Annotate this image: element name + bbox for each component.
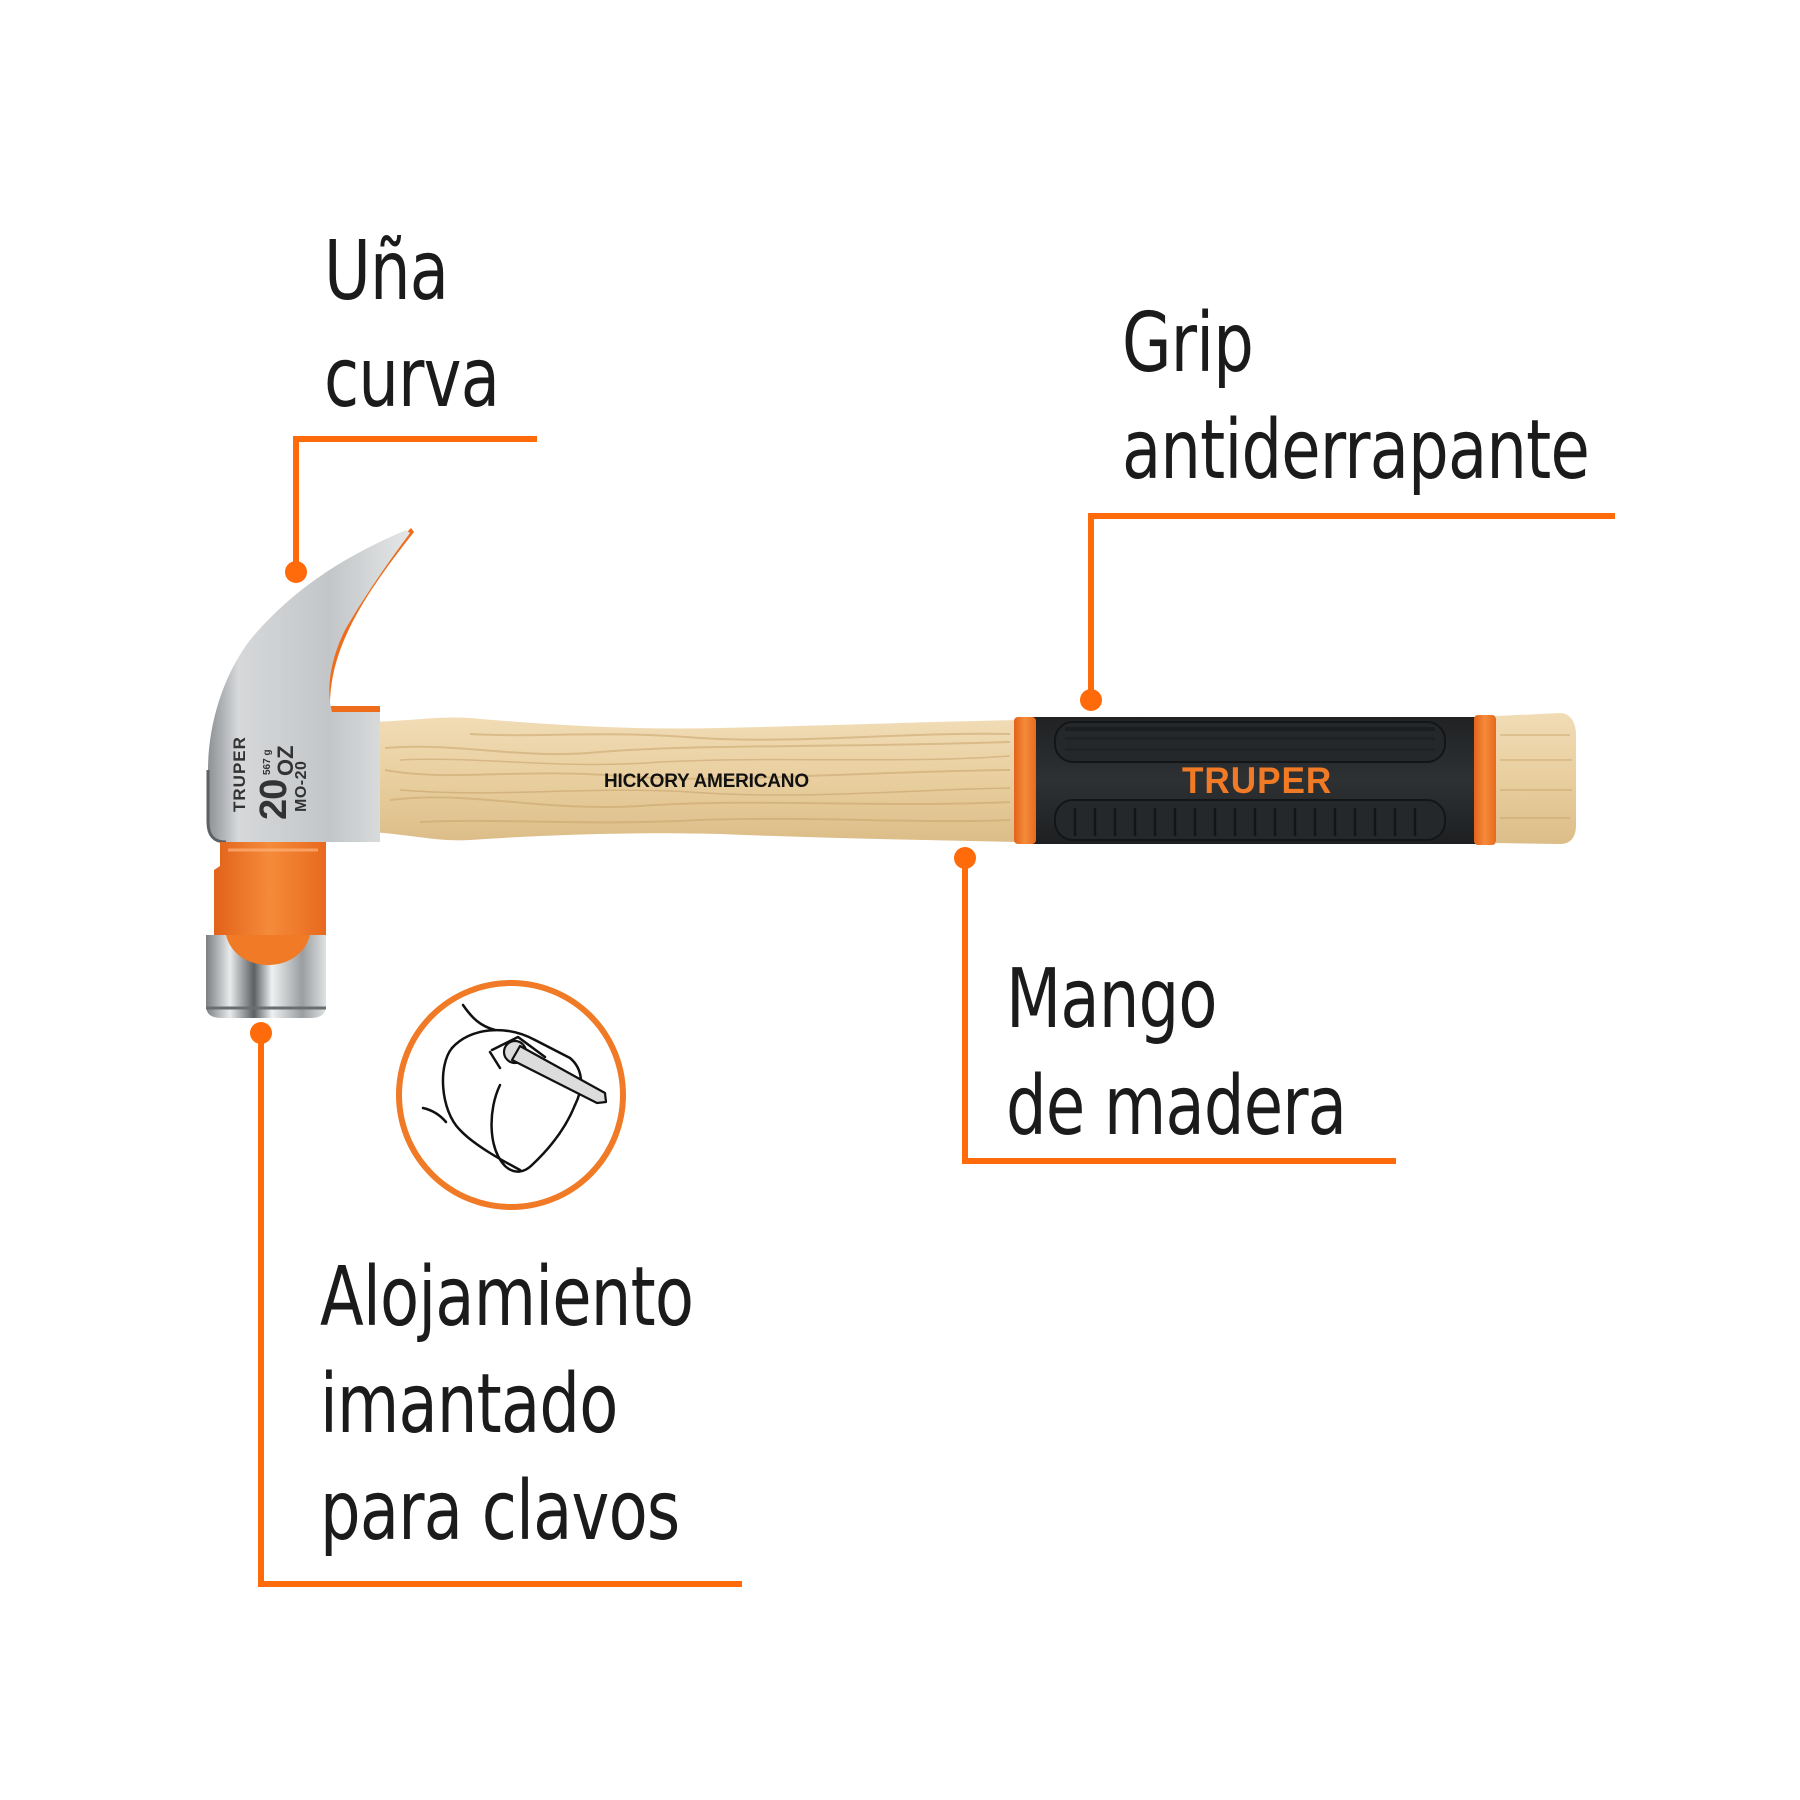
hammer-head xyxy=(206,528,414,1018)
label-line: Mango xyxy=(1006,952,1218,1047)
callout-dot-icon xyxy=(1080,689,1102,711)
weight-grams-stamp: 567 g xyxy=(262,749,273,775)
label-line: curva xyxy=(324,331,500,426)
model-stamp: MO-20 xyxy=(293,760,310,812)
label-line: imantado xyxy=(320,1357,618,1452)
label-line: Alojamiento xyxy=(320,1250,694,1345)
rubber-grip xyxy=(1014,715,1496,845)
callout-label-claw: Uña curva xyxy=(324,218,500,432)
handle-marking: HICKORY AMERICANO xyxy=(604,771,809,792)
label-line: de madera xyxy=(1006,1059,1347,1154)
callout-dot-icon xyxy=(285,561,307,583)
wood-handle xyxy=(372,717,1020,842)
magnet-nail-holder-icon xyxy=(396,980,626,1210)
callout-magnet-line xyxy=(258,1037,742,1587)
callout-dot-icon xyxy=(250,1022,272,1044)
label-line: antiderrapante xyxy=(1122,403,1590,498)
head-brand-stamp: TRUPER xyxy=(230,736,249,812)
callout-grip-line xyxy=(1088,513,1615,700)
label-line: Uña xyxy=(324,224,449,319)
label-line: Grip xyxy=(1122,296,1254,391)
label-line: para clavos xyxy=(320,1464,680,1559)
grip-collar-left xyxy=(1014,717,1036,844)
grip-brand-logo: TRUPER xyxy=(1182,760,1333,801)
callout-label-magnet: Alojamiento imantado para clavos xyxy=(320,1244,694,1565)
handle-end xyxy=(1496,713,1576,844)
grip-collar-right xyxy=(1474,715,1496,845)
callout-dot-icon xyxy=(954,847,976,869)
callout-label-handle: Mango de madera xyxy=(1006,946,1347,1160)
callout-handle-line xyxy=(962,862,1396,1164)
callout-claw-line xyxy=(293,436,537,572)
callout-label-grip: Grip antiderrapante xyxy=(1122,290,1590,504)
weight-oz-stamp: 20 xyxy=(253,779,295,820)
